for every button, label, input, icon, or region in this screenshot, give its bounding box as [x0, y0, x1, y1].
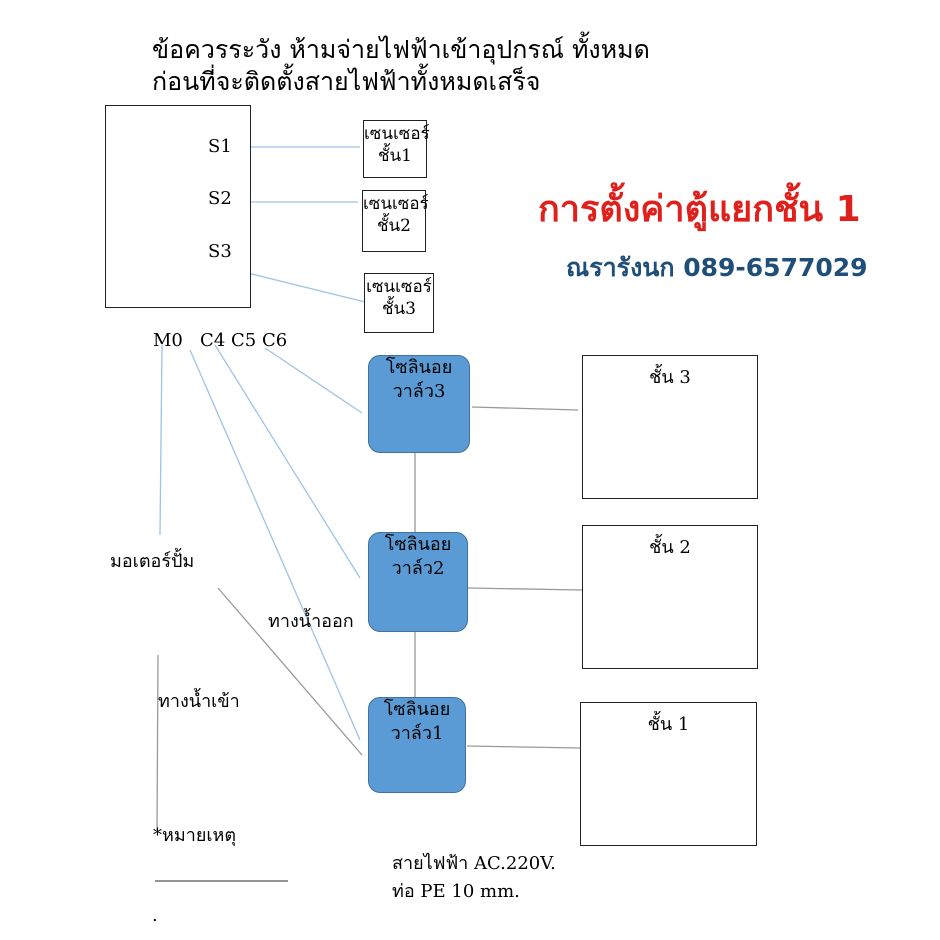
- pipe-v1-floor1: [466, 745, 581, 749]
- pipe-v2-floor2: [467, 587, 583, 591]
- solenoid-valve-2: โซลินอยวาล์ว2: [368, 532, 468, 632]
- legend-wire: สายไฟฟ้า AC.220V.: [392, 853, 556, 874]
- wire-m0-pump: [159, 344, 163, 536]
- outlet-label: ทางน้ำออก: [268, 611, 354, 632]
- wire-c5-valve2: [214, 344, 361, 579]
- pump-label: มอเตอร์ปั้ม: [110, 551, 195, 572]
- label-terminals: M0 C4 C5 C6: [153, 330, 288, 351]
- note-label: *หมายเหตุ: [153, 825, 237, 846]
- inlet-label: ทางน้ำเข้า: [158, 691, 240, 712]
- warning-line1: ข้อควรระวัง ห้ามจ่ายไฟฟ้าเข้าอุปกรณ์ ทั้…: [152, 35, 650, 64]
- note-dot: .: [152, 905, 158, 926]
- legend-pipe: ท่อ PE 10 mm.: [392, 881, 520, 902]
- solenoid-valve-3: โซลินอยวาล์ว3: [368, 355, 470, 453]
- warning-line2: ก่อนที่จะติดตั้งสายไฟฟ้าทั้งหมดเสร็จ: [152, 67, 541, 96]
- sensor-floor2: เซนเซอร์ชั้น2: [362, 190, 429, 252]
- wire-c6-valve3: [264, 347, 363, 414]
- pipe-pump-valve1: [217, 587, 363, 756]
- floor-1-box: ชั้น 1: [580, 702, 757, 846]
- floor-2-box: ชั้น 2: [582, 525, 758, 669]
- page-title: การตั้งค่าตู้แยกชั้น 1: [538, 189, 861, 230]
- contact-info: ณรารังนก 089-6577029: [566, 253, 868, 282]
- solenoid-valve-1: โซลินอยวาล์ว1: [368, 697, 466, 793]
- sensor-floor3: เซนเซอร์ชั้น3: [364, 273, 434, 333]
- warning-text: ข้อควรระวัง ห้ามจ่ายไฟฟ้าเข้าอุปกรณ์ ทั้…: [152, 34, 650, 98]
- label-s2: S2: [208, 188, 232, 209]
- sensor-floor1: เซนเซอร์ชั้น1: [363, 120, 430, 178]
- pipe-v3-floor3: [471, 406, 579, 411]
- label-s1: S1: [208, 136, 232, 157]
- pipe-inlet: [156, 654, 159, 831]
- wire-c4-valve1: [189, 349, 361, 741]
- floor-3-box: ชั้น 3: [582, 355, 758, 499]
- controller-box: [105, 105, 251, 308]
- label-s3: S3: [208, 241, 232, 262]
